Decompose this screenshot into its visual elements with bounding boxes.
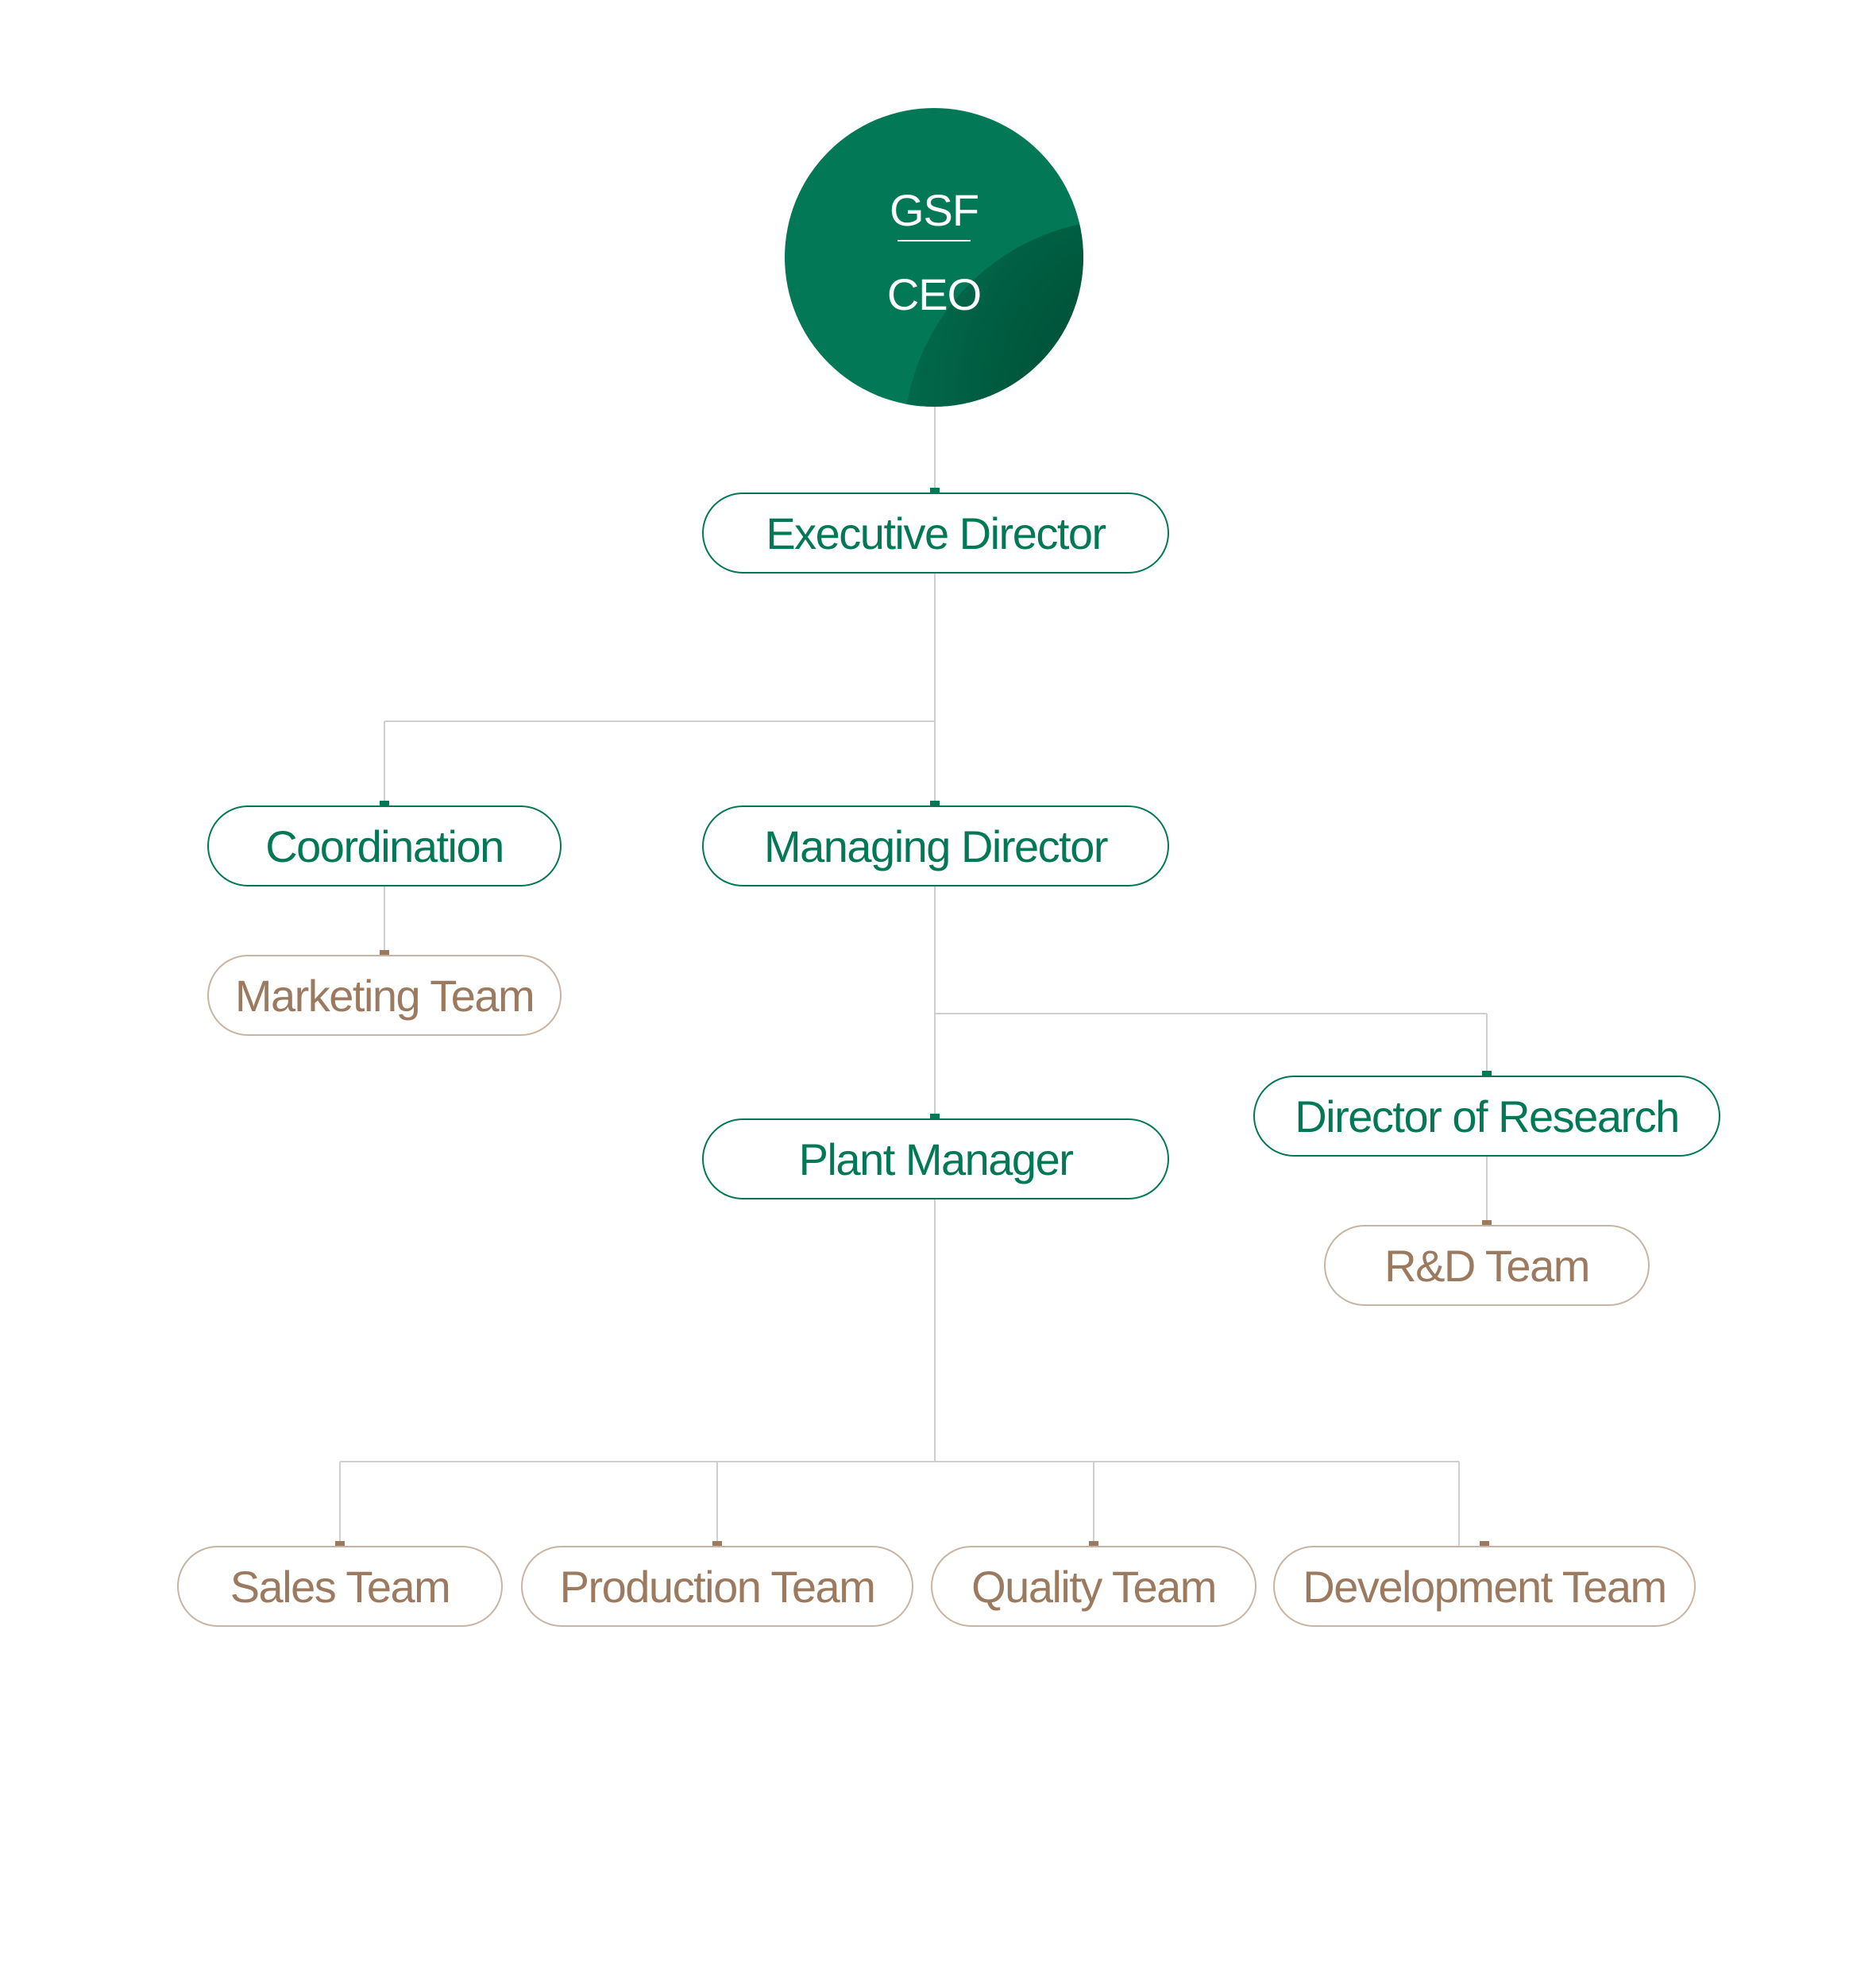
rd-team-node: R&D Team <box>1324 1225 1650 1306</box>
sales-team-node: Sales Team <box>177 1546 503 1627</box>
plant-manager-node: Plant Manager <box>702 1118 1169 1199</box>
ceo-node: GSF CEO <box>785 108 1083 407</box>
company-name: GSF <box>889 185 979 235</box>
coordination-node: Coordination <box>207 805 562 886</box>
executive-director-node: Executive Director <box>702 492 1169 574</box>
marketing-team-node: Marketing Team <box>207 955 562 1036</box>
quality-team-node: Quality Team <box>931 1546 1256 1627</box>
ceo-title: CEO <box>886 269 982 319</box>
production-team-node: Production Team <box>521 1546 913 1627</box>
development-team-node: Development Team <box>1273 1546 1696 1627</box>
managing-director-node: Managing Director <box>702 805 1169 886</box>
director-of-research-node: Director of Research <box>1253 1076 1720 1157</box>
ceo-divider <box>897 240 971 241</box>
